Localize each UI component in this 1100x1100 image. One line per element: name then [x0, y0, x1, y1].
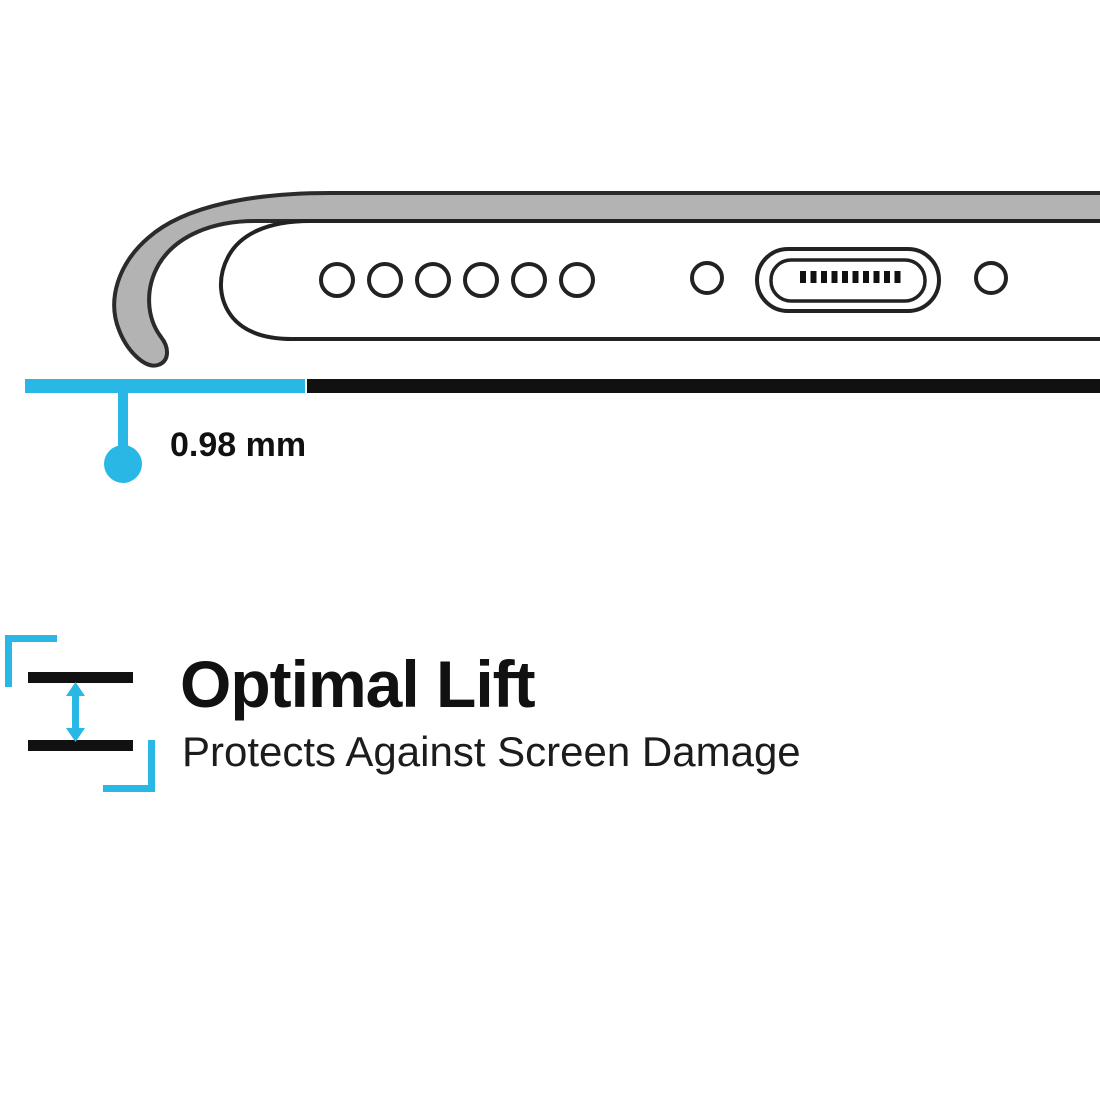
bracket-bottom-right-icon: [103, 740, 155, 792]
measurement-dot: [104, 445, 142, 483]
speaker-holes: [319, 262, 595, 298]
measurement-leader-line: [118, 393, 128, 450]
port-pins-icon: [800, 271, 901, 283]
charging-port: [755, 247, 941, 313]
lift-spacing-icon: [5, 635, 155, 792]
measurement-value-label: 0.98 mm: [170, 426, 307, 464]
screw-hole-right-icon: [974, 261, 1008, 295]
speaker-hole-icon: [463, 262, 499, 298]
speaker-hole-icon: [367, 262, 403, 298]
lift-gap-highlight-line: [25, 379, 305, 393]
feature-subtitle: Protects Against Screen Damage: [182, 728, 801, 775]
phone-bottom-illustration: [25, 191, 1100, 483]
surface-line: [307, 379, 1100, 393]
screw-hole-left-icon: [690, 261, 724, 295]
feature-title: Optimal Lift: [180, 647, 536, 721]
speaker-hole-icon: [415, 262, 451, 298]
speaker-hole-icon: [559, 262, 595, 298]
bracket-top-left-icon: [5, 635, 57, 687]
speaker-hole-icon: [511, 262, 547, 298]
speaker-hole-icon: [319, 262, 355, 298]
vertical-double-arrow-icon: [66, 682, 85, 742]
case-bumper-shape: [112, 191, 1100, 368]
screen-lines-icon: [28, 672, 133, 751]
